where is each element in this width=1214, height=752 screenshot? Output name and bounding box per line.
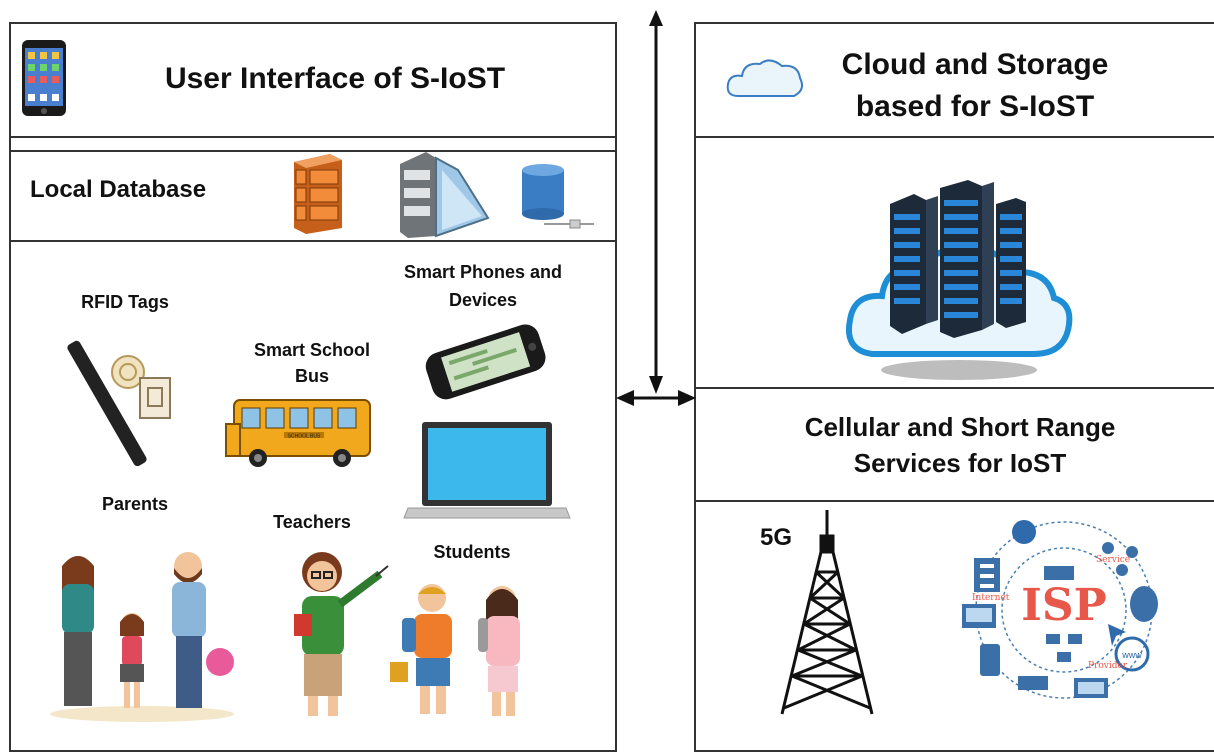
isp-word-internet: Internet xyxy=(972,593,1010,603)
teachers-label: Teachers xyxy=(273,512,351,532)
bus-sign-text: SCHOOL BUS xyxy=(288,434,321,440)
right-divider-1 xyxy=(694,136,1214,138)
laptop-icon xyxy=(403,422,571,519)
cellular-title-line2: Services for IoST xyxy=(853,448,1067,478)
file-server-icon xyxy=(400,152,490,238)
isp-www-text: www xyxy=(1121,650,1142,660)
database-cylinder-icon xyxy=(522,164,594,229)
left-divider-1 xyxy=(9,136,617,138)
parents-label: Parents xyxy=(101,494,169,514)
ui-title: User Interface of S-IoST xyxy=(164,62,506,95)
rfid-label: RFID Tags xyxy=(81,292,169,312)
bus-label-line1: Smart School xyxy=(253,340,371,360)
right-divider-3 xyxy=(694,500,1214,502)
isp-text: ISP xyxy=(1021,580,1106,631)
left-divider-3 xyxy=(9,240,617,242)
teacher-illustration xyxy=(294,552,389,716)
isp-illustration: www ISP Service Internet Provider xyxy=(962,520,1158,699)
cellular-title-line1: Cellular and Short Range xyxy=(804,412,1116,442)
cloud-servers-icon xyxy=(846,180,1073,380)
smartphone-icon xyxy=(22,40,66,116)
isp-word-provider: Provider xyxy=(1088,661,1128,671)
phones-label-line2: Devices xyxy=(448,290,518,310)
tower-5g-label: 5G xyxy=(760,524,793,551)
phones-label-line1: Smart Phones and xyxy=(403,262,563,282)
filing-cabinet-icon xyxy=(294,154,342,234)
cloud-title-line2: based for S-IoST xyxy=(855,90,1095,123)
connection-arrows xyxy=(616,10,696,406)
students-illustration xyxy=(390,584,520,716)
school-bus-icon: SCHOOL BUS xyxy=(225,399,371,467)
students-label: Students xyxy=(433,542,511,562)
cell-tower-icon xyxy=(780,510,874,715)
right-divider-2 xyxy=(694,387,1214,389)
rfid-tags-icon xyxy=(67,340,171,466)
left-divider-2 xyxy=(9,150,617,152)
isp-word-service: Service xyxy=(1096,555,1130,565)
cloud-icon xyxy=(726,59,803,97)
parents-illustration xyxy=(50,552,234,722)
local-database-label: Local Database xyxy=(30,176,207,203)
bus-label-line2: Bus xyxy=(294,366,329,386)
smartphone-device-icon xyxy=(425,324,546,400)
cloud-title-line1: Cloud and Storage xyxy=(841,48,1109,81)
